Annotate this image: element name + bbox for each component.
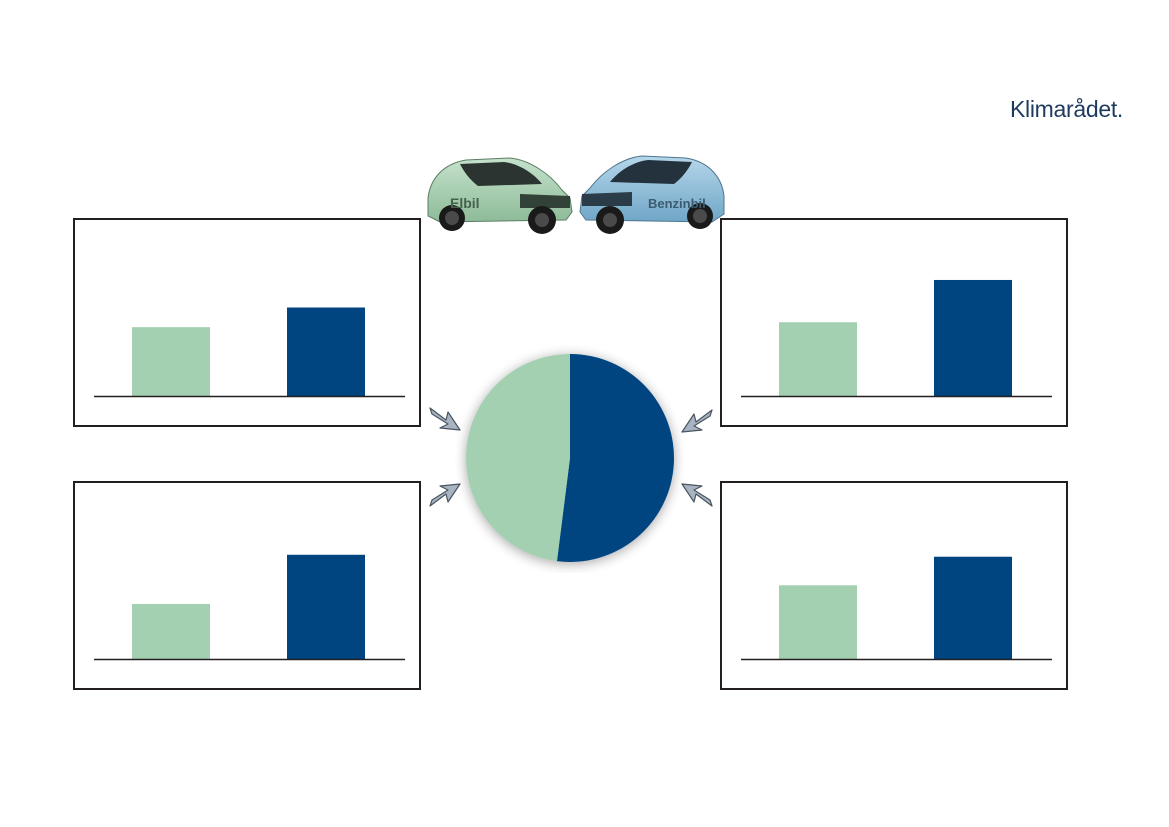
pie-slice-2 [556,354,674,562]
klimaradet-logo: Klimarådet. [1010,96,1124,122]
bar-2 [934,279,1012,396]
pie-slice-1 [466,354,570,562]
bar-chart-panel-top-right [720,218,1068,427]
bar-2 [934,556,1012,659]
svg-text:Elbil: Elbil [450,195,480,211]
bar-2 [287,307,365,396]
pie-chart-center [455,343,685,573]
bar-1 [132,603,210,659]
bar-chart-bottom-right [741,556,1052,661]
elbil-car-icon: Elbil [427,157,573,234]
bar-chart-bottom-left [94,554,405,661]
bar-chart-top-left [94,307,405,398]
bar-1 [132,327,210,396]
bar-1 [779,322,857,396]
cars-illustration: Elbil Benzinbil [427,155,725,234]
bar-2 [287,554,365,659]
arrow-top-left-icon [429,407,461,431]
arrow-bottom-right-icon [681,483,713,507]
pie-chart-svg [466,354,674,562]
arrow-top-right-icon [681,409,713,433]
bar-chart-panel-bottom-right [720,481,1068,690]
benzinbil-car-icon: Benzinbil [579,155,725,234]
bar-chart-top-right [741,279,1052,398]
svg-text:Benzinbil: Benzinbil [648,196,706,211]
arrow-bottom-left-icon [429,483,461,507]
bar-chart-panel-bottom-left [73,481,421,690]
bar-1 [779,585,857,659]
bar-chart-panel-top-left [73,218,421,427]
